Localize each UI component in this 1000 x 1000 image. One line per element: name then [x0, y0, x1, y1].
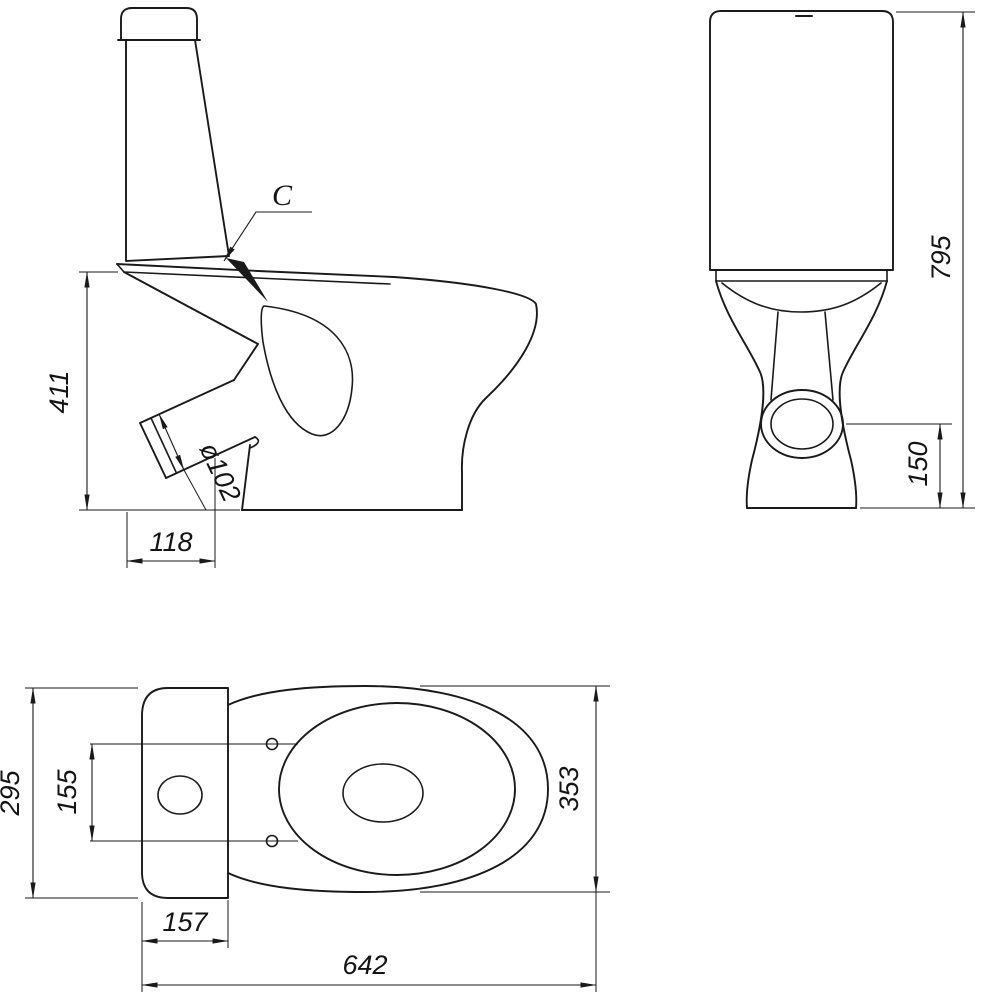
dim-353-text: 353 [554, 766, 584, 811]
dim-642-text: 642 [342, 950, 387, 980]
top-bowl-outer [227, 685, 549, 893]
top-flush-button [157, 775, 203, 815]
dim-102-text: ø102 [194, 438, 247, 506]
front-outlet-outer [760, 389, 844, 459]
dim-102-leader-extension [183, 469, 207, 511]
top-rim-inner [278, 702, 516, 876]
front-tank-outline [709, 10, 894, 271]
dim-295-text: 295 [0, 769, 25, 816]
dim-795-text: 795 [926, 234, 956, 280]
dim-157-text: 157 [162, 907, 208, 937]
dim-411-text: 411 [44, 370, 74, 413]
front-funnel-right [824, 311, 834, 401]
top-view: 295 155 353 157 642 [0, 685, 610, 992]
side-outlet-pipe-end [139, 422, 167, 479]
callout-c-leader [223, 211, 312, 262]
side-tank-lid [120, 7, 198, 41]
dim-150-text: 150 [903, 441, 933, 486]
side-rim-underside-line [123, 271, 259, 345]
side-base-front [241, 444, 251, 511]
front-bowl-right-profile [838, 280, 888, 509]
side-pipe-to-foot [249, 436, 260, 449]
dim-102-line [158, 413, 185, 471]
front-view: 795 150 [709, 10, 975, 509]
side-trap-link [233, 343, 259, 381]
front-rim-inner-curve [721, 282, 882, 313]
side-trapway-section [260, 305, 354, 437]
side-bowl-profile [393, 276, 538, 511]
side-tank-body [125, 39, 230, 262]
top-water-spot [342, 763, 424, 823]
front-bowl-left-profile [715, 280, 765, 509]
side-view: C 411 118 ø102 [44, 7, 538, 568]
dim-155-text: 155 [52, 768, 82, 814]
side-outlet-pipe-top [139, 379, 235, 424]
side-seat-top [116, 263, 395, 278]
side-tank-seat-gap-shadow [226, 258, 268, 302]
front-funnel-left [770, 311, 779, 401]
callout-c-label: C [272, 179, 293, 212]
dim-118-text: 118 [149, 527, 192, 557]
front-outlet-inner [770, 398, 834, 450]
top-tank-outline [141, 687, 229, 899]
side-outlet-pipe-bottom [165, 436, 256, 479]
front-tank-lip [715, 269, 888, 282]
